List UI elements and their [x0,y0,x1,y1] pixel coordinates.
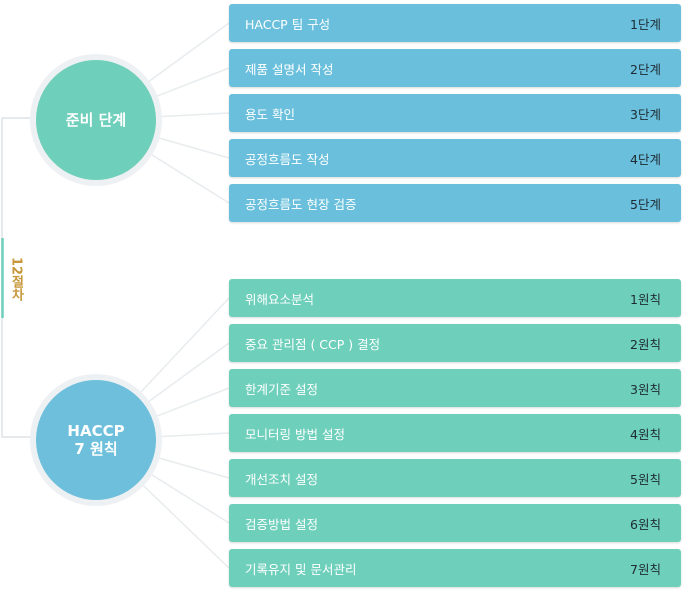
procedure-count-text: 12절차 [8,256,24,302]
prep-stage-circle: 준비 단계 [36,60,156,180]
principle-step-label: 개선조치 설정 [245,471,318,487]
principle-step-bar: 기록유지 및 문서관리 7원칙 [229,549,681,587]
principle-step-number: 3원칙 [630,381,661,397]
connector-line [159,137,230,159]
prep-step-number: 4단계 [630,151,661,167]
principle-step-bar: 모니터링 방법 설정 4원칙 [229,414,681,452]
prep-step-bar: 공정흐름도 작성 4단계 [229,139,681,177]
principle-step-number: 1원칙 [630,291,661,307]
principle-step-label: 기록유지 및 문서관리 [245,561,357,577]
principle-step-number: 4원칙 [630,426,661,442]
prep-step-number: 2단계 [630,61,661,77]
connector-line [143,485,230,569]
connector-line [151,154,230,204]
principle-step-label: 검증방법 설정 [245,516,318,532]
principle-step-number: 6원칙 [630,516,661,532]
connector-line [159,457,230,479]
principle-step-label: 중요 관리점 ( CCP ) 결정 [245,336,381,352]
prep-step-number: 1단계 [630,16,661,32]
connector-line [148,342,230,402]
haccp-principles-circle: HACCP 7 원칙 [36,380,156,500]
connector-line [148,22,230,82]
principle-step-number: 7원칙 [630,561,661,577]
connector-line [161,432,230,438]
prep-step-label: 공정흐름도 현장 검증 [245,196,357,212]
principle-step-label: 한계기준 설정 [245,381,318,397]
connector-line [157,387,230,417]
prep-step-label: HACCP 팀 구성 [245,16,331,32]
procedure-count-label: 12절차 [6,242,26,316]
connector-line [140,297,230,393]
connector-line [151,474,230,524]
haccp-principles-title-line2: 7 원칙 [74,440,118,458]
prep-step-number: 5단계 [630,196,661,212]
principle-step-bar: 위해요소분석 1원칙 [229,279,681,317]
prep-stage-title: 준비 단계 [65,111,127,129]
principle-step-number: 5원칙 [630,471,661,487]
principle-step-label: 모니터링 방법 설정 [245,426,345,442]
prep-step-label: 용도 확인 [245,106,295,122]
connector-line [161,112,230,118]
principle-step-bar: 검증방법 설정 6원칙 [229,504,681,542]
prep-step-bar: 용도 확인 3단계 [229,94,681,132]
prep-step-label: 공정흐름도 작성 [245,151,330,167]
prep-step-bar: 공정흐름도 현장 검증 5단계 [229,184,681,222]
principle-step-number: 2원칙 [630,336,661,352]
haccp-principles-title-line1: HACCP [67,422,125,440]
prep-connector-group [148,22,230,204]
prep-step-label: 제품 설명서 작성 [245,61,334,77]
principle-connector-group [140,297,230,569]
prep-step-bar: HACCP 팀 구성 1단계 [229,4,681,42]
principle-step-bar: 한계기준 설정 3원칙 [229,369,681,407]
prep-step-number: 3단계 [630,106,661,122]
principle-step-bar: 개선조치 설정 5원칙 [229,459,681,497]
principle-step-label: 위해요소분석 [245,291,315,307]
principle-step-bar: 중요 관리점 ( CCP ) 결정 2원칙 [229,324,681,362]
connector-line [157,67,230,97]
prep-step-bar: 제품 설명서 작성 2단계 [229,49,681,87]
